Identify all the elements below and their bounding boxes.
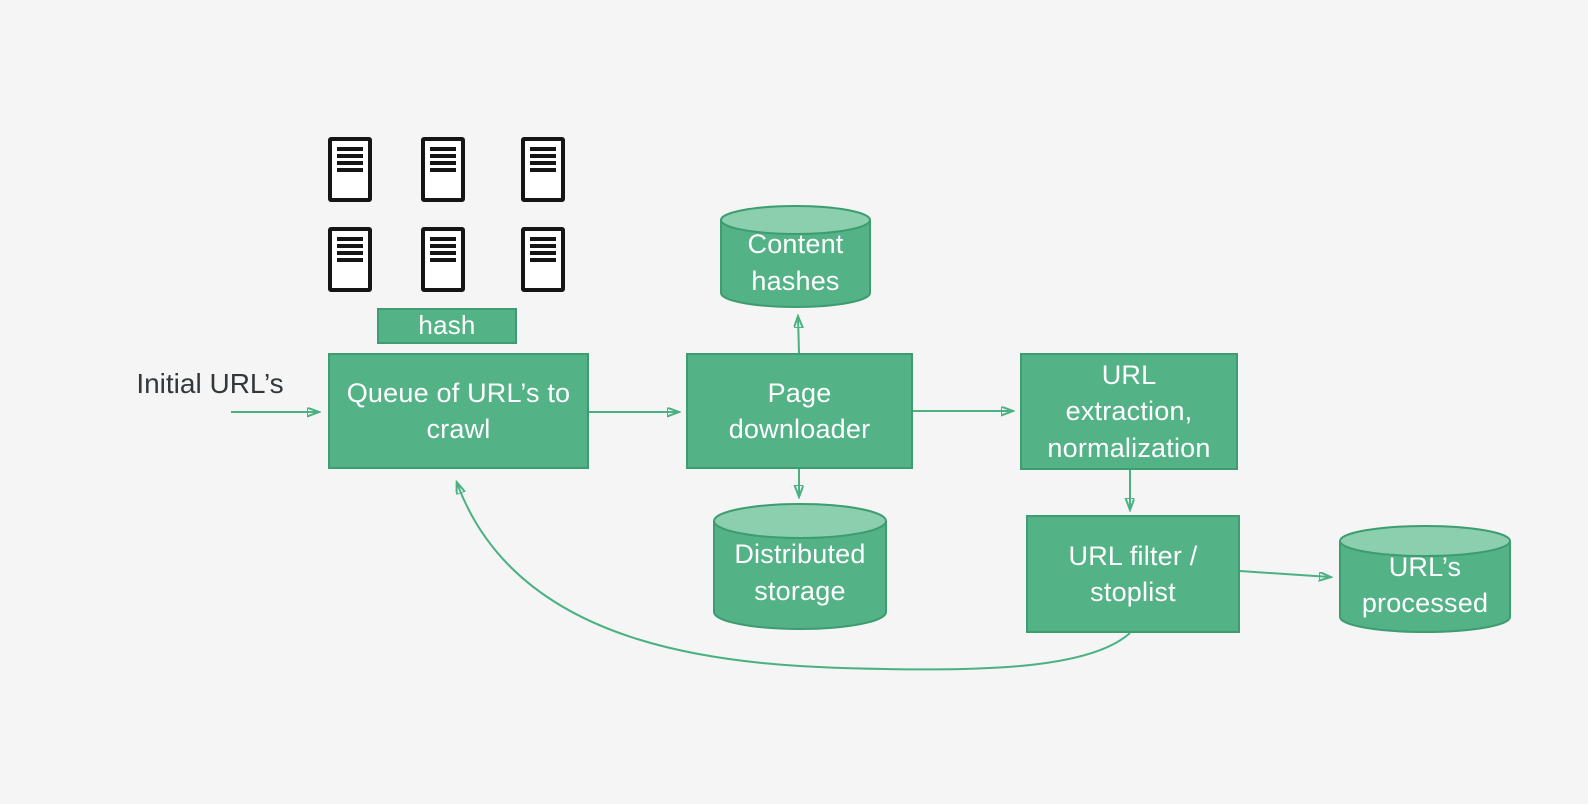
hash-box: hash xyxy=(377,308,517,344)
arrow-url-filter-to-urls-processed xyxy=(1239,570,1330,577)
url-extraction-label: URL extraction, normalization xyxy=(1047,359,1211,463)
url-extraction-box: URL extraction, normalization xyxy=(1020,353,1238,470)
content-hashes-label: Content hashes xyxy=(747,229,844,296)
page-downloader-box: Page downloader xyxy=(686,353,913,469)
cylinder-shape xyxy=(713,503,887,630)
urls-processed-cylinder: URL’s processed xyxy=(1339,525,1511,633)
arrow-url-filter-feedback-to-queue xyxy=(457,483,1131,671)
url-filter-box: URL filter / stoplist xyxy=(1026,515,1240,633)
server-icon xyxy=(421,137,465,202)
server-icon xyxy=(421,227,465,292)
distributed-storage-cylinder: Distributed storage xyxy=(713,503,887,630)
urls-processed-label: URL’s processed xyxy=(1361,551,1489,618)
distributed-storage-label: Distributed storage xyxy=(734,539,866,606)
arrow-page-downloader-to-content-hashes xyxy=(798,317,799,354)
content-hashes-cylinder: Content hashes xyxy=(720,205,871,308)
server-icon xyxy=(521,227,565,292)
url-filter-label: URL filter / stoplist xyxy=(1068,540,1198,607)
initial-urls-label: Initial URL’s xyxy=(136,368,284,399)
server-icon xyxy=(521,137,565,202)
cylinder-shape xyxy=(1339,525,1511,633)
queue-box: Queue of URL’s to crawl xyxy=(328,353,589,469)
queue-label: Queue of URL’s to crawl xyxy=(346,377,571,444)
hash-label: hash xyxy=(418,310,476,341)
server-icon xyxy=(328,227,372,292)
cylinder-shape xyxy=(720,205,871,308)
page-downloader-label: Page downloader xyxy=(728,377,871,444)
server-icon xyxy=(328,137,372,202)
